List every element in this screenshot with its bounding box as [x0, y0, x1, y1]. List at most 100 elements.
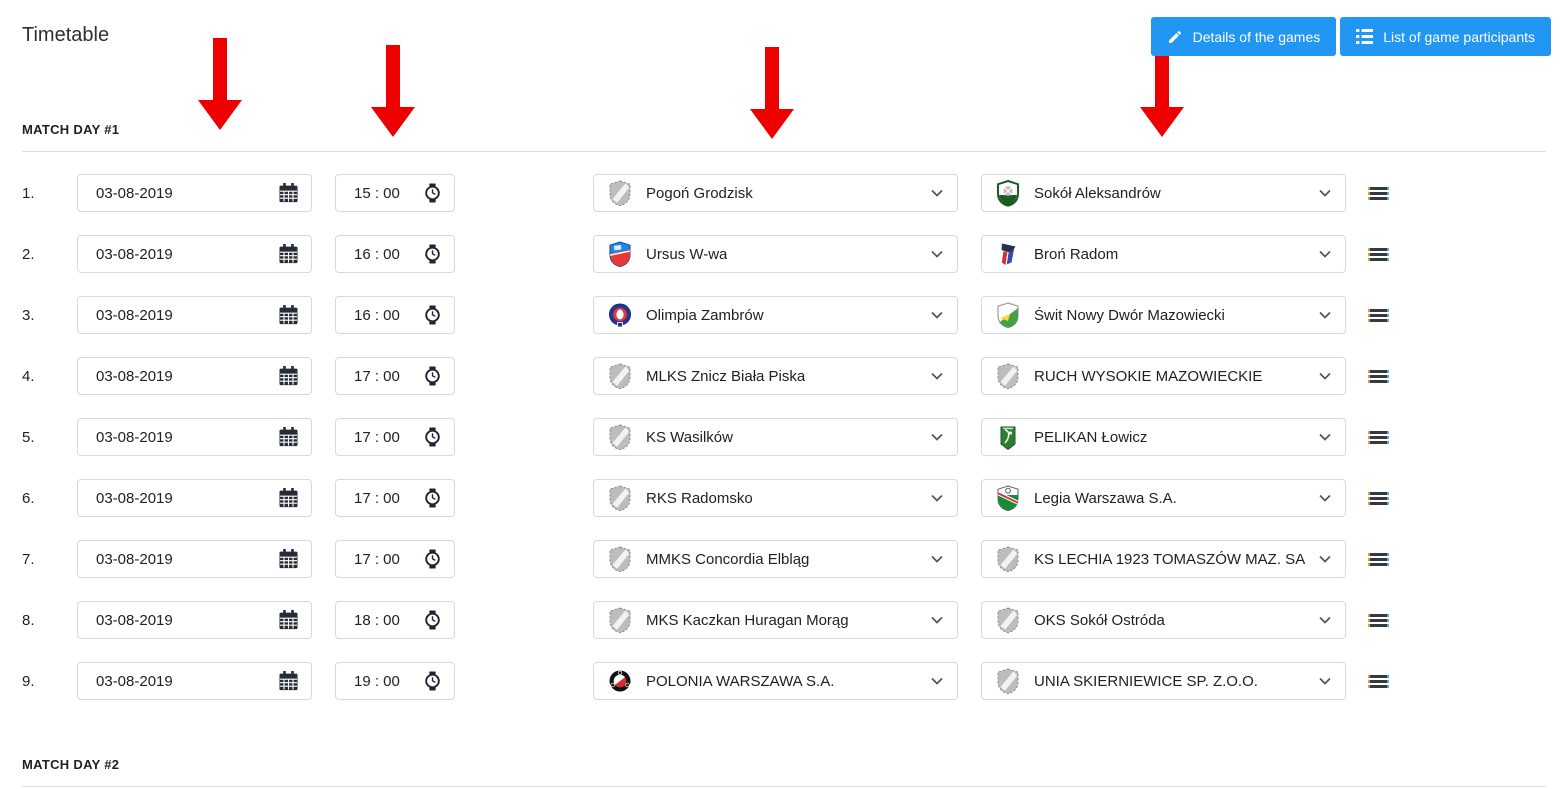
- date-input[interactable]: 03-08-2019: [77, 540, 312, 578]
- calendar-icon[interactable]: [279, 549, 298, 569]
- drag-handle-icon[interactable]: [1368, 307, 1389, 324]
- chevron-down-icon: [931, 616, 943, 624]
- club-badge-icon: [995, 424, 1021, 451]
- list-of-participants-label: List of game participants: [1383, 28, 1535, 45]
- home-team-name: Olimpia Zambrów: [646, 306, 764, 324]
- away-team-select[interactable]: Sokół Aleksandrów: [981, 174, 1346, 212]
- time-input[interactable]: 19 : 00: [335, 662, 455, 700]
- pencil-icon: [1167, 29, 1183, 45]
- date-input[interactable]: 03-08-2019: [77, 174, 312, 212]
- chevron-down-icon: [1319, 555, 1331, 563]
- calendar-icon[interactable]: [279, 305, 298, 325]
- home-team-select[interactable]: MMKS Concordia Elbląg: [593, 540, 958, 578]
- time-input[interactable]: 17 : 00: [335, 357, 455, 395]
- away-team-name: RUCH WYSOKIE MAZOWIECKIE: [1034, 367, 1263, 385]
- home-team-name: KS Wasilków: [646, 428, 733, 446]
- home-team-select[interactable]: Pogoń Grodzisk: [593, 174, 958, 212]
- match-row: 2. 03-08-2019 16 : 00: [22, 235, 1567, 273]
- time-input[interactable]: 17 : 00: [335, 479, 455, 517]
- calendar-icon[interactable]: [279, 488, 298, 508]
- away-team-select[interactable]: PELIKAN Łowicz: [981, 418, 1346, 456]
- away-team-name: OKS Sokół Ostróda: [1034, 611, 1165, 629]
- date-input[interactable]: 03-08-2019: [77, 357, 312, 395]
- away-team-name: UNIA SKIERNIEWICE SP. Z.O.O.: [1034, 672, 1258, 690]
- drag-handle-icon[interactable]: [1368, 368, 1389, 385]
- date-value: 03-08-2019: [96, 611, 173, 629]
- match-day-1-section: MATCH DAY #1 1. 03-08-2019 15 : 00: [0, 122, 1567, 700]
- calendar-icon[interactable]: [279, 366, 298, 386]
- home-team-select[interactable]: RKS Radomsko: [593, 479, 958, 517]
- clock-icon[interactable]: [424, 671, 441, 691]
- calendar-icon[interactable]: [279, 427, 298, 447]
- date-input[interactable]: 03-08-2019: [77, 601, 312, 639]
- home-team-select[interactable]: MLKS Znicz Biała Piska: [593, 357, 958, 395]
- chevron-down-icon: [931, 494, 943, 502]
- drag-handle-icon[interactable]: [1368, 673, 1389, 690]
- home-team-select[interactable]: Ursus W-wa: [593, 235, 958, 273]
- drag-handle-icon[interactable]: [1368, 612, 1389, 629]
- away-team-select[interactable]: UNIA SKIERNIEWICE SP. Z.O.O.: [981, 662, 1346, 700]
- club-badge-icon: [995, 241, 1021, 268]
- match-number: 8.: [22, 611, 35, 629]
- club-badge-icon: [995, 667, 1021, 695]
- clock-icon[interactable]: [424, 610, 441, 630]
- clock-icon[interactable]: [424, 183, 441, 203]
- time-value: 17 : 00: [354, 367, 400, 385]
- clock-icon[interactable]: [424, 305, 441, 325]
- chevron-down-icon: [1319, 494, 1331, 502]
- away-team-select[interactable]: OKS Sokół Ostróda: [981, 601, 1346, 639]
- match-number: 1.: [22, 184, 35, 202]
- time-input[interactable]: 16 : 00: [335, 235, 455, 273]
- home-team-name: MMKS Concordia Elbląg: [646, 550, 810, 568]
- drag-handle-icon[interactable]: [1368, 246, 1389, 263]
- match-row: 3. 03-08-2019 16 : 00: [22, 296, 1567, 334]
- home-team-select[interactable]: POLONIA WARSZAWA S.A.: [593, 662, 958, 700]
- date-input[interactable]: 03-08-2019: [77, 662, 312, 700]
- page-title: Timetable: [22, 24, 110, 46]
- drag-handle-icon[interactable]: [1368, 551, 1389, 568]
- calendar-icon[interactable]: [279, 610, 298, 630]
- away-team-select[interactable]: RUCH WYSOKIE MAZOWIECKIE: [981, 357, 1346, 395]
- time-value: 18 : 00: [354, 611, 400, 629]
- drag-handle-icon[interactable]: [1368, 429, 1389, 446]
- home-team-select[interactable]: KS Wasilków: [593, 418, 958, 456]
- away-team-select[interactable]: Broń Radom: [981, 235, 1346, 273]
- clock-icon[interactable]: [424, 549, 441, 569]
- home-team-select[interactable]: Olimpia Zambrów: [593, 296, 958, 334]
- clock-icon[interactable]: [424, 244, 441, 264]
- time-value: 16 : 00: [354, 306, 400, 324]
- topbar: Timetable Details of the games List of g…: [0, 0, 1567, 56]
- date-value: 03-08-2019: [96, 489, 173, 507]
- date-input[interactable]: 03-08-2019: [77, 418, 312, 456]
- calendar-icon[interactable]: [279, 183, 298, 203]
- match-number: 3.: [22, 306, 35, 324]
- list-of-participants-button[interactable]: List of game participants: [1340, 17, 1551, 56]
- home-team-name: POLONIA WARSZAWA S.A.: [646, 672, 835, 690]
- clock-icon[interactable]: [424, 488, 441, 508]
- away-team-name: Świt Nowy Dwór Mazowiecki: [1034, 306, 1225, 324]
- time-input[interactable]: 17 : 00: [335, 540, 455, 578]
- calendar-icon[interactable]: [279, 671, 298, 691]
- calendar-icon[interactable]: [279, 244, 298, 264]
- time-input[interactable]: 15 : 00: [335, 174, 455, 212]
- drag-handle-icon[interactable]: [1368, 185, 1389, 202]
- date-input[interactable]: 03-08-2019: [77, 479, 312, 517]
- match-number: 7.: [22, 550, 35, 568]
- time-input[interactable]: 17 : 00: [335, 418, 455, 456]
- home-team-name: Ursus W-wa: [646, 245, 728, 263]
- date-input[interactable]: 03-08-2019: [77, 296, 312, 334]
- away-team-select[interactable]: Świt Nowy Dwór Mazowiecki: [981, 296, 1346, 334]
- clock-icon[interactable]: [424, 427, 441, 447]
- drag-handle-icon[interactable]: [1368, 490, 1389, 507]
- away-team-select[interactable]: KS LECHIA 1923 TOMASZÓW MAZ. SA: [981, 540, 1346, 578]
- details-of-games-button[interactable]: Details of the games: [1150, 17, 1337, 56]
- club-badge-icon: [607, 484, 633, 512]
- clock-icon[interactable]: [424, 366, 441, 386]
- time-input[interactable]: 16 : 00: [335, 296, 455, 334]
- chevron-down-icon: [1319, 311, 1331, 319]
- home-team-select[interactable]: MKS Kaczkan Huragan Morąg: [593, 601, 958, 639]
- away-team-select[interactable]: Legia Warszawa S.A.: [981, 479, 1346, 517]
- time-input[interactable]: 18 : 00: [335, 601, 455, 639]
- date-input[interactable]: 03-08-2019: [77, 235, 312, 273]
